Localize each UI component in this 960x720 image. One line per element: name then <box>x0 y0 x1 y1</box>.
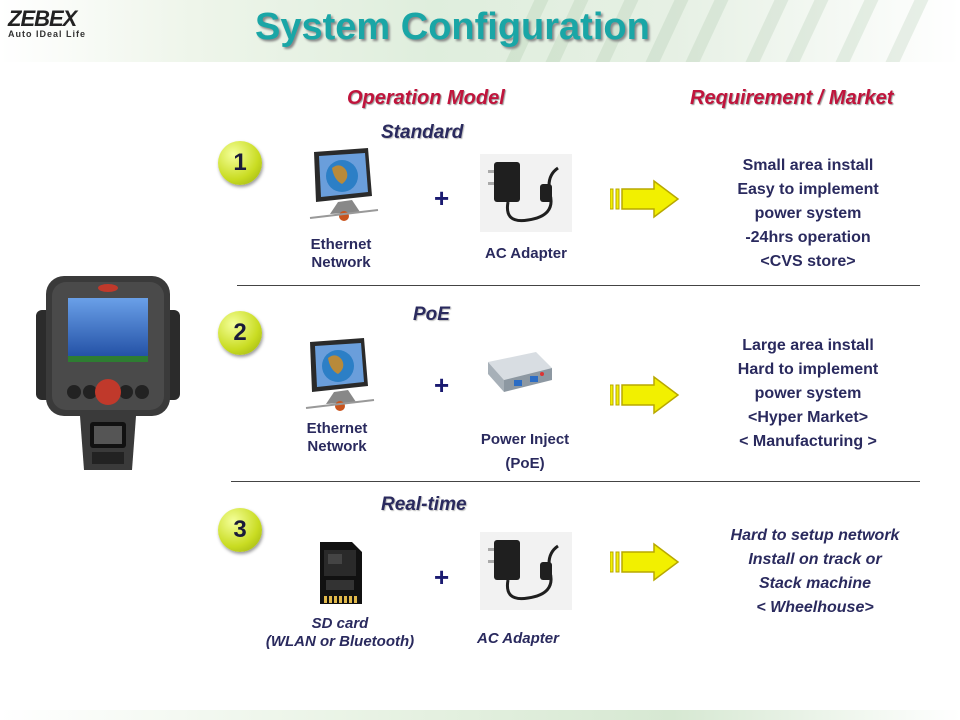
requirement-line: < Manufacturing > <box>739 433 877 450</box>
requirement-line: <Hyper Market> <box>747 409 869 426</box>
computer-monitor-icon <box>305 338 375 411</box>
label-line: Ethernet <box>306 420 368 437</box>
requirement-line: < Wheelhouse> <box>756 599 874 616</box>
label-line: (PoE) <box>505 455 545 472</box>
terminal-device-icon <box>36 276 180 470</box>
zebex-logo: ZEBEX Auto IDeal Life <box>8 6 86 39</box>
arrow-right-icon <box>610 375 680 415</box>
section-1-plus: + <box>434 183 450 213</box>
section-2-plus: + <box>434 370 450 400</box>
requirement-line: Install on track or <box>748 551 882 568</box>
label-line: Ethernet <box>310 236 372 253</box>
requirement-line: Small area install <box>742 157 874 174</box>
requirement-line: power system <box>754 205 862 222</box>
section-1-badge: 1 <box>218 141 262 185</box>
section-1-right-label: AC Adapter <box>466 245 586 263</box>
slide-title: System Configuration <box>255 6 650 48</box>
section-1-left-label: Ethernet Network <box>296 236 386 272</box>
label-line: AC Adapter <box>485 245 567 262</box>
sd-card-icon <box>320 542 362 604</box>
label-line: Network <box>307 438 367 455</box>
requirement-market-heading: Requirement / Market <box>690 87 894 109</box>
section-2-requirements: Large area install Hard to implement pow… <box>688 334 928 454</box>
requirement-line: power system <box>754 385 862 402</box>
requirement-line: <CVS store> <box>760 253 856 270</box>
section-1-title: Standard <box>381 122 464 143</box>
operation-model-heading: Operation Model <box>347 87 505 109</box>
label-line: (WLAN or Bluetooth) <box>265 633 415 650</box>
arrow-right-icon <box>610 542 680 582</box>
ac-adapter-icon <box>480 154 572 232</box>
logo-tagline: Auto IDeal Life <box>8 29 87 39</box>
section-2-left-label: Ethernet Network <box>292 420 382 456</box>
requirement-line: -24hrs operation <box>745 229 871 246</box>
header-band <box>0 0 960 62</box>
label-line: Network <box>311 254 371 271</box>
section-2-right-label: Power Inject (PoE) <box>462 428 588 476</box>
section-3-left-label: SD card (WLAN or Bluetooth) <box>230 615 450 651</box>
label-line: Power Inject <box>480 431 570 448</box>
requirement-line: Easy to implement <box>737 181 879 198</box>
arrow-right-icon <box>610 179 680 219</box>
section-divider <box>231 481 920 482</box>
footer-band <box>0 710 960 720</box>
logo-text: ZEBEX <box>8 6 77 31</box>
requirement-line: Hard to setup network <box>730 527 900 544</box>
section-1-requirements: Small area install Easy to implement pow… <box>688 154 928 274</box>
section-3-badge: 3 <box>218 508 262 552</box>
ac-adapter-icon <box>480 532 572 610</box>
section-2-badge: 2 <box>218 311 262 355</box>
section-3-right-label: AC Adapter <box>458 630 578 648</box>
section-2-title: PoE <box>413 304 450 325</box>
section-3-requirements: Hard to setup network Install on track o… <box>695 524 935 620</box>
requirement-line: Large area install <box>742 337 874 354</box>
label-line: AC Adapter <box>477 630 559 647</box>
section-3-title: Real-time <box>381 494 467 515</box>
computer-monitor-icon <box>309 148 379 221</box>
requirement-line: Stack machine <box>758 575 872 592</box>
poe-injector-icon <box>488 352 552 392</box>
label-line: SD card <box>311 615 369 632</box>
section-3-plus: + <box>434 562 450 592</box>
requirement-line: Hard to implement <box>737 361 879 378</box>
section-divider <box>237 285 920 286</box>
